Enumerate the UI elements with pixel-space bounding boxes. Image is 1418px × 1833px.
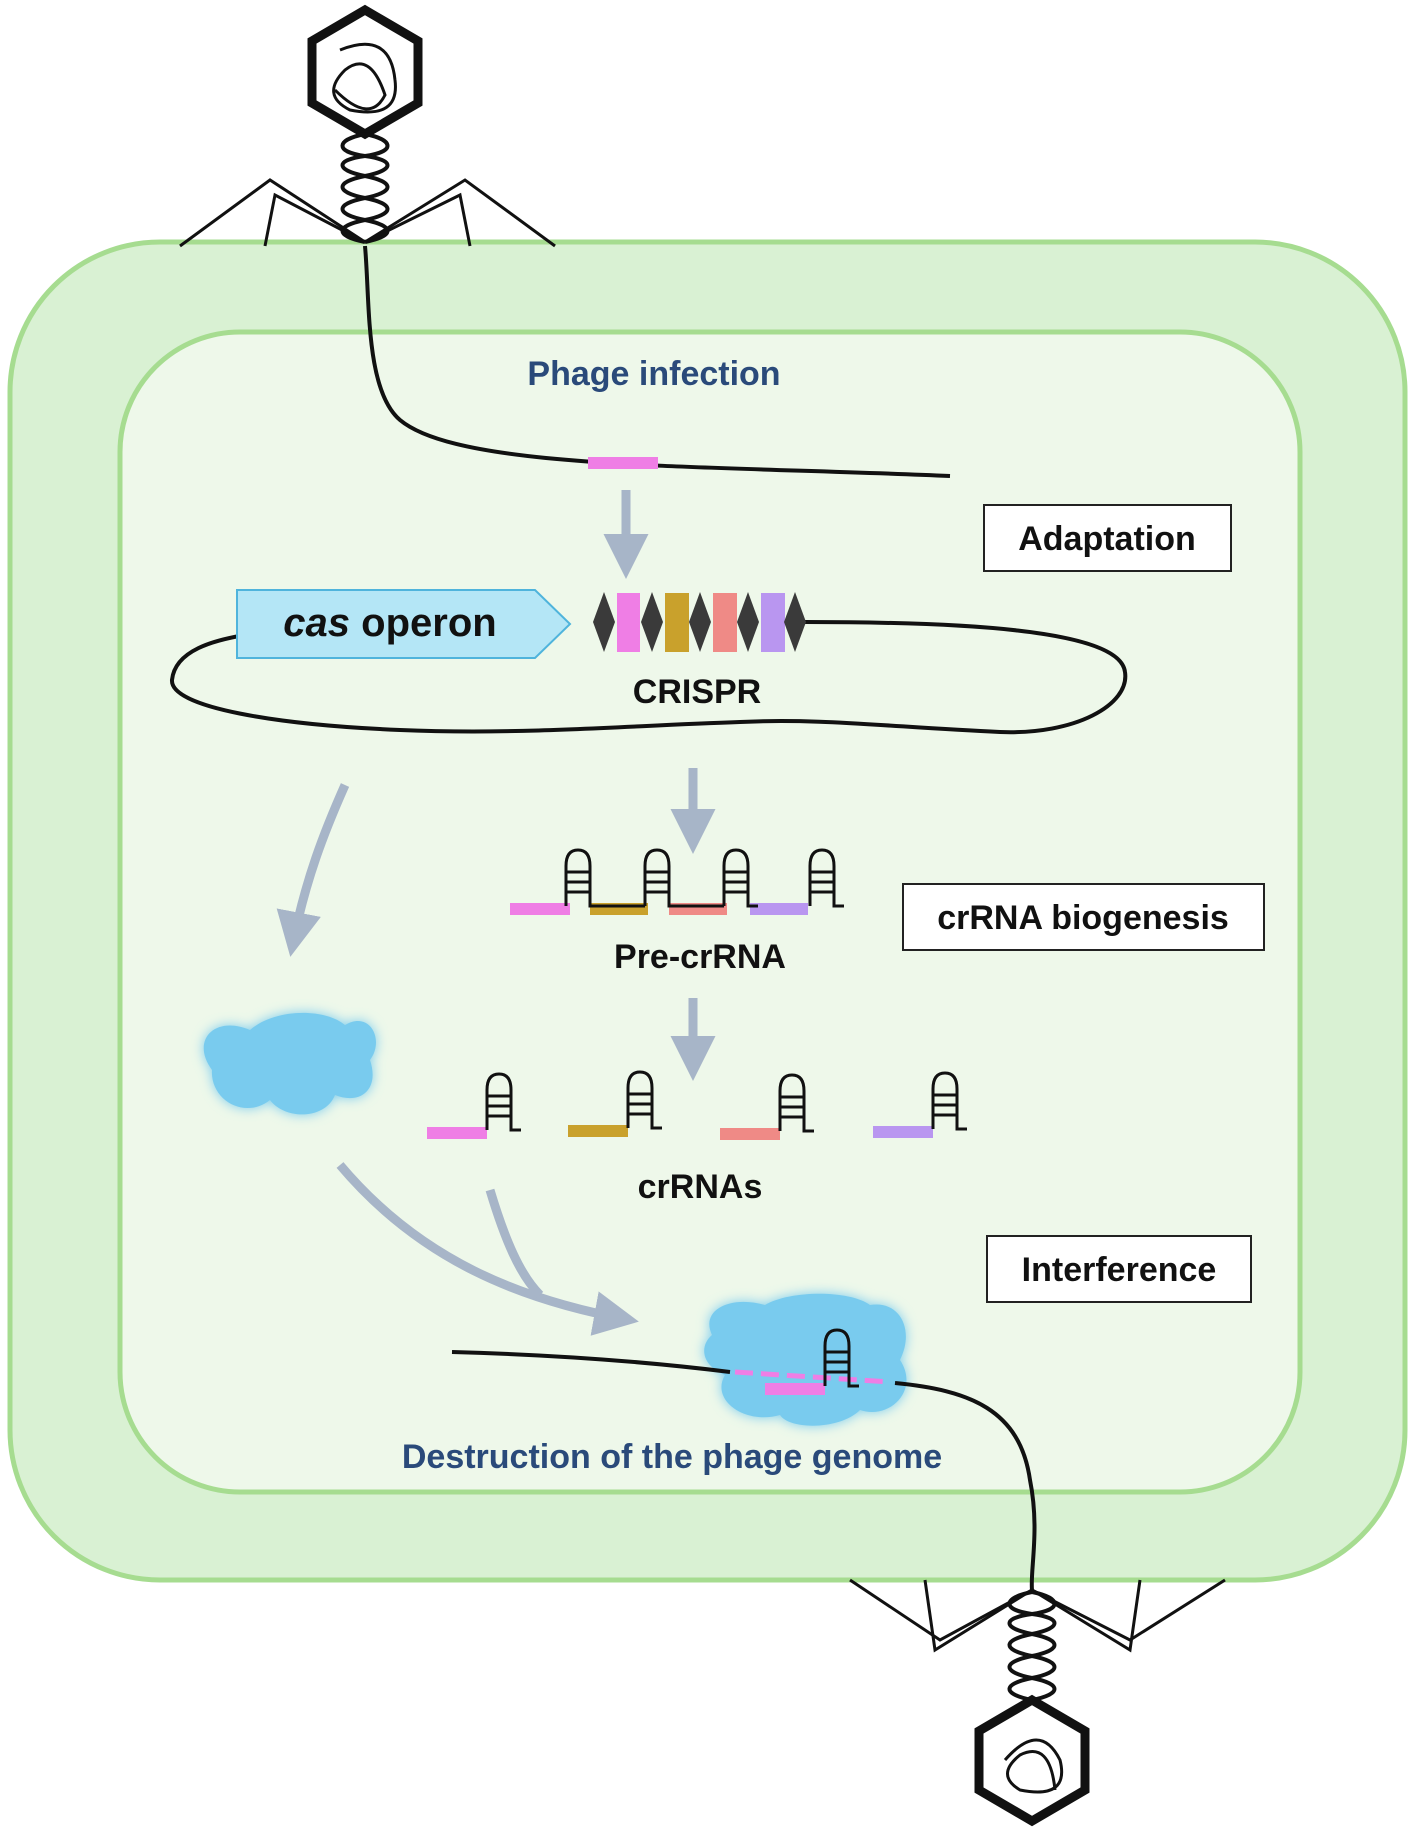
repeat — [641, 592, 663, 652]
crrnas — [427, 1070, 969, 1140]
protospacer — [588, 457, 658, 469]
cas-complex — [704, 1293, 907, 1426]
phage-top-icon — [179, 4, 556, 248]
repeat — [593, 592, 615, 652]
spacer — [617, 593, 640, 652]
cas-protein — [203, 1012, 376, 1115]
pre-crrna-label: Pre-crRNA — [614, 938, 786, 976]
spacer — [761, 593, 785, 652]
crispr-label: CRISPR — [633, 673, 761, 711]
svg-text:cas operon: cas operon — [283, 601, 496, 645]
phage-dna-incoming — [363, 245, 951, 478]
destruction-label: Destruction of the phage genome — [402, 1438, 942, 1476]
cas-operon: cas operon — [236, 589, 572, 659]
phage-infection-label: Phage infection — [527, 355, 780, 393]
crrna-guide — [765, 1383, 825, 1395]
repeat — [737, 592, 759, 652]
phage-dna-targeted — [451, 1350, 1037, 1591]
stage-crrna-biogenesis: crRNA biogenesis — [902, 883, 1265, 951]
spacer — [713, 593, 737, 652]
repeat — [784, 592, 806, 652]
phage-bottom-icon — [849, 1578, 1226, 1827]
arrow-translation — [276, 783, 350, 957]
spacer — [665, 593, 689, 652]
arrow-crrna-to-complex — [485, 1188, 544, 1299]
crispr-array — [593, 592, 806, 652]
svg-text:crRNA biogenesis: crRNA biogenesis — [937, 899, 1229, 937]
pre-crrna — [510, 848, 846, 915]
stage-adaptation: Adaptation — [983, 504, 1232, 572]
arrow-cas-to-complex — [336, 1162, 639, 1336]
crrnas-label: crRNAs — [638, 1168, 763, 1206]
stage-interference: Interference — [986, 1235, 1252, 1303]
svg-text:Interference: Interference — [1022, 1251, 1217, 1289]
svg-text:Adaptation: Adaptation — [1018, 520, 1196, 558]
repeat — [689, 592, 711, 652]
